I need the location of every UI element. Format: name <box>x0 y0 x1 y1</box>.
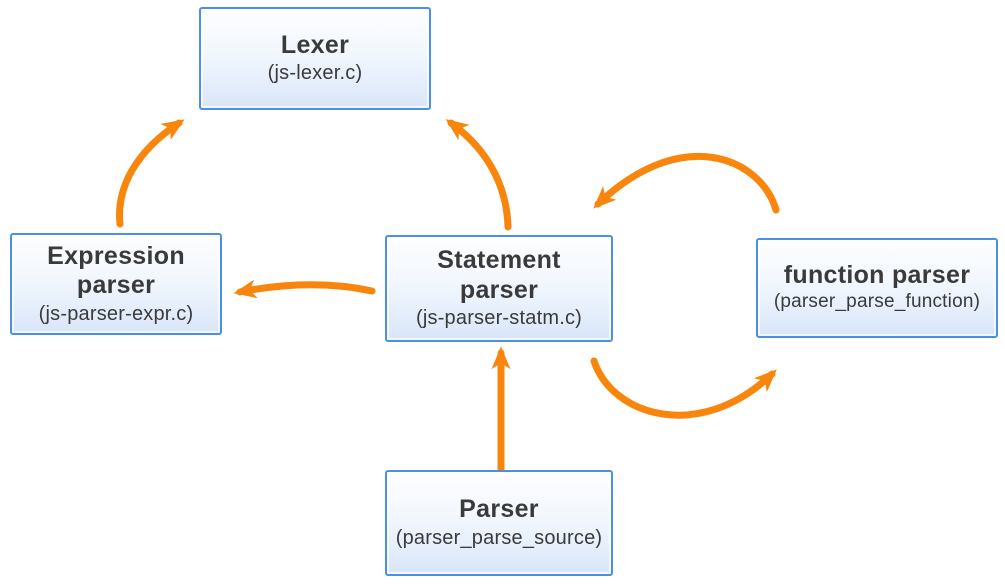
arrow-statement-parser-to-lexer <box>445 119 512 231</box>
node-title: function parser <box>783 260 971 289</box>
node-subtitle: (parser_parse_source) <box>395 526 603 549</box>
node-parser: Parser (parser_parse_source) <box>385 470 613 576</box>
node-subtitle: (js-parser-statm.c) <box>415 307 583 329</box>
arrow-statement-parser-to-function-parser <box>590 357 777 419</box>
node-lexer: Lexer (js-lexer.c) <box>199 7 431 110</box>
arrow-expression-parser-to-lexer <box>116 119 185 228</box>
node-title: Expression parser <box>47 241 185 300</box>
node-title: Statement parser <box>437 246 561 304</box>
node-subtitle: (js-lexer.c) <box>267 62 363 85</box>
arrow-statement-parser-to-expression-parser <box>233 279 376 299</box>
node-expression-parser: Expression parser (js-parser-expr.c) <box>10 233 222 335</box>
node-statement-parser: Statement parser (js-parser-statm.c) <box>385 235 613 342</box>
node-title: Lexer <box>280 30 350 59</box>
node-subtitle: (parser_parse_function) <box>773 291 981 313</box>
arrow-function-parser-to-statement-parser <box>593 152 780 214</box>
node-function-parser: function parser (parser_parse_function) <box>756 238 998 338</box>
node-subtitle: (js-parser-expr.c) <box>38 302 194 325</box>
node-title: Parser <box>459 495 539 524</box>
